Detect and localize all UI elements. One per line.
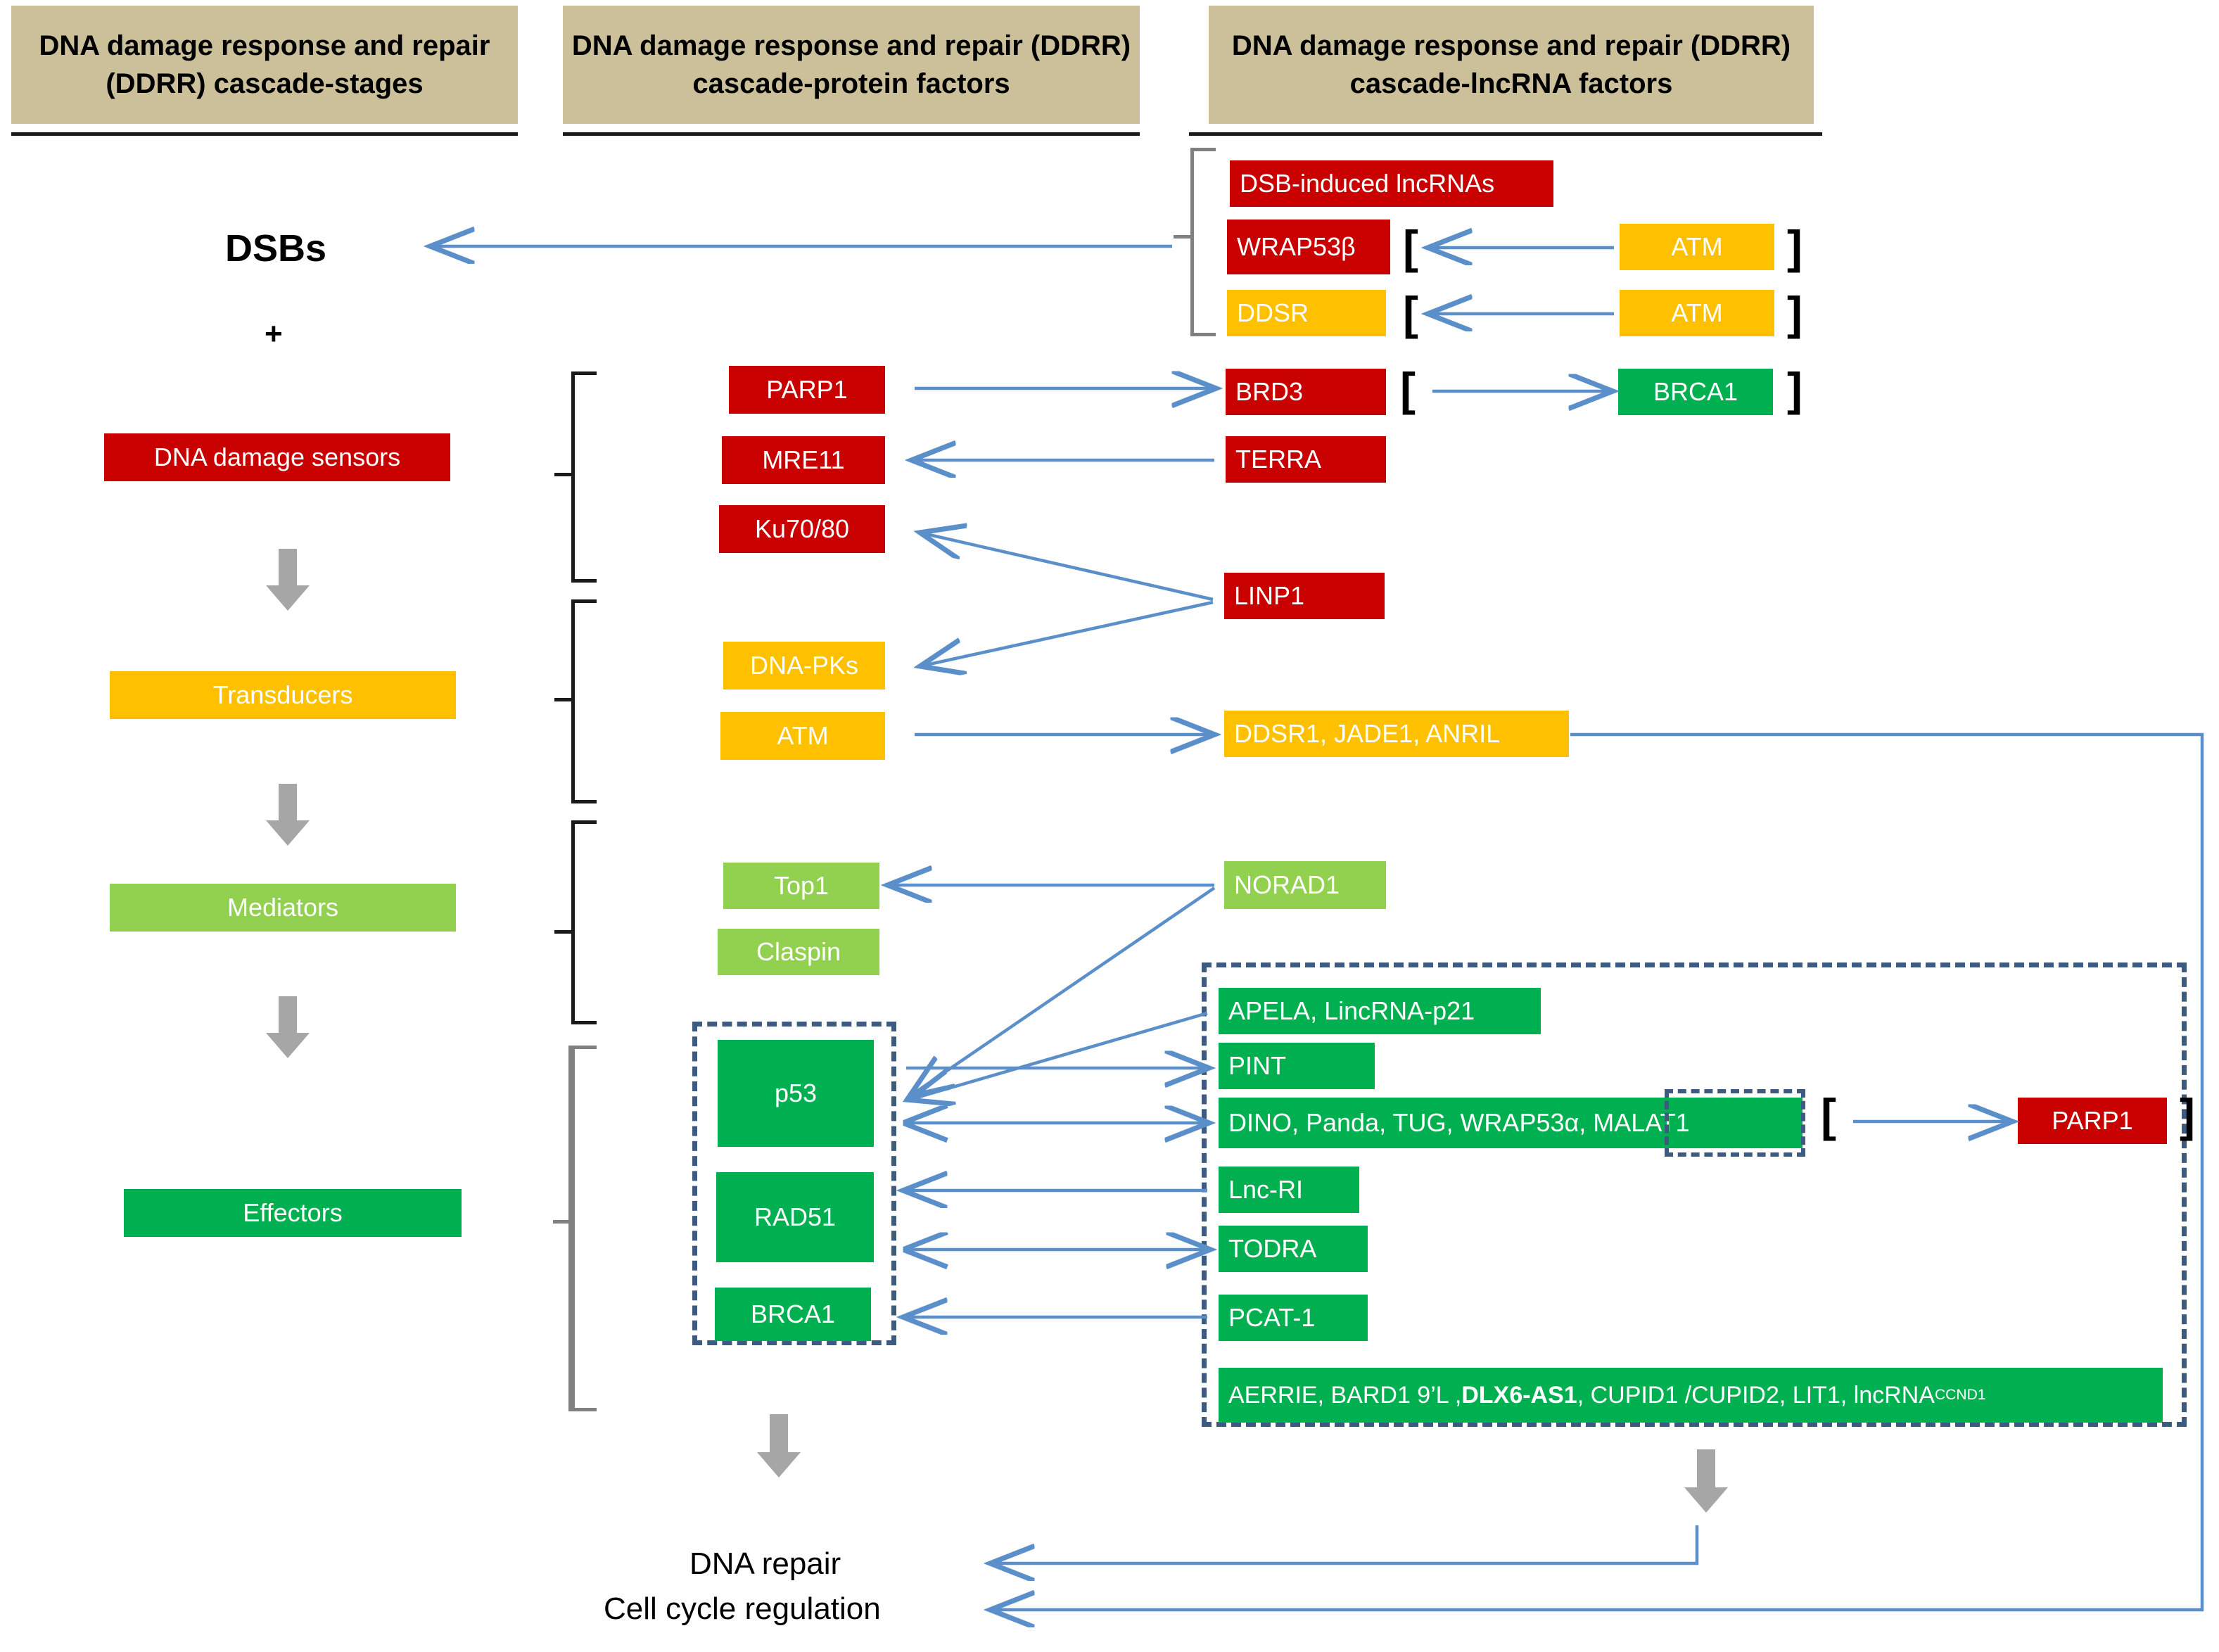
lncrna-box-brd3: BRD3 (1226, 369, 1386, 415)
header-proteins: DNA damage response and repair (DDRR) ca… (563, 6, 1140, 124)
header-proteins-rule (563, 132, 1140, 136)
side-box-parp1: PARP1 (2018, 1098, 2167, 1144)
stage-box-dna-damage-sensors: DNA damage sensors (104, 433, 450, 481)
protein-group-tick-mediators (554, 930, 573, 934)
protein-box-claspin: Claspin (718, 929, 879, 975)
arrow-apela-to-p53 (912, 1011, 1208, 1099)
protein-group-bracket-mediators (571, 820, 597, 1024)
plus-label: + (265, 317, 283, 351)
bottom-list-part1: AERRIE, BARD1 9’L , (1228, 1381, 1462, 1409)
protein-box-top1: Top1 (723, 863, 879, 909)
bracket-open-brd3: [ (1400, 363, 1416, 415)
arrow-linp1-to-ku70-80 (923, 533, 1214, 602)
stage-arrow-1 (263, 549, 312, 616)
lncrna-box-dsb-induced: DSB-induced lncRNAs (1230, 160, 1553, 207)
protein-box-rad51: RAD51 (716, 1172, 874, 1262)
header-lncrnas: DNA damage response and repair (DDRR) ca… (1209, 6, 1814, 124)
protein-to-output-arrow (754, 1414, 803, 1482)
bracket-close-wrap53b: ] (1787, 221, 1802, 273)
lncrna-box-wrap53b: WRAP53β (1227, 220, 1390, 274)
lncrna-box-ddsr: DDSR (1227, 290, 1386, 336)
protein-group-tick-transducers (554, 698, 573, 701)
output-dna-repair: DNA repair (689, 1546, 841, 1581)
protein-box-mre11: MRE11 (722, 436, 885, 484)
stage-box-transducers: Transducers (110, 671, 456, 719)
lncrna-box-ddsr1-jade1-anril: DDSR1, JADE1, ANRIL (1224, 711, 1569, 757)
lncrna-box-terra: TERRA (1226, 436, 1386, 483)
protein-group-bracket-sensors (571, 371, 597, 583)
lncrna-box-pint: PINT (1219, 1043, 1375, 1089)
bottom-list-part2: , CUPID1 /CUPID2, LIT1, lncRNA (1577, 1381, 1935, 1409)
lncrna-box-lnc-ri: Lnc-RI (1219, 1167, 1359, 1213)
stage-box-effectors: Effectors (124, 1189, 462, 1237)
protein-group-tick-sensors (554, 473, 573, 476)
lncrna-box-pcat-1: PCAT-1 (1219, 1295, 1368, 1341)
side-box-atm-top: ATM (1620, 224, 1774, 270)
lncrna-top-group-bracket (1190, 148, 1216, 336)
protein-group-bracket-transducers (571, 599, 597, 803)
header-stages: DNA damage response and repair (DDRR) ca… (11, 6, 518, 124)
effector-protein-dashed-region (692, 1022, 896, 1345)
protein-box-dna-pks: DNA-PKs (723, 642, 885, 690)
protein-box-ku70-80: Ku70/80 (719, 505, 885, 553)
protein-box-p53: p53 (718, 1040, 874, 1147)
bracket-open-wrap53b: [ (1403, 221, 1418, 273)
lncrna-box-norad1: NORAD1 (1224, 861, 1386, 909)
protein-box-parp1: PARP1 (729, 366, 885, 414)
lncrna-to-output-arrow (1681, 1449, 1731, 1518)
malat1-highlight-region (1665, 1089, 1805, 1157)
side-box-brca1: BRCA1 (1618, 369, 1773, 415)
protein-group-tick-effectors (553, 1220, 571, 1224)
stage-arrow-2 (263, 784, 312, 851)
bracket-close-malat1: ] (2180, 1089, 2195, 1141)
lncrna-box-apela-lincrna-p21: APELA, LincRNA-p21 (1219, 988, 1541, 1034)
output-cell-cycle-regulation: Cell cycle regulation (604, 1591, 881, 1626)
protein-group-bracket-effectors (568, 1046, 597, 1411)
header-lncrnas-rule (1189, 132, 1822, 136)
stage-arrow-3 (263, 996, 312, 1063)
arrow-norad1-to-p53 (912, 887, 1216, 1095)
bracket-close-brd3: ] (1787, 363, 1802, 415)
header-stages-rule (11, 132, 518, 136)
bracket-open-malat1: [ (1821, 1089, 1836, 1141)
side-box-atm-second: ATM (1620, 290, 1774, 336)
arrow-linp1-to-dna-pks (923, 600, 1214, 666)
lncrna-box-todra: TODRA (1219, 1226, 1368, 1272)
protein-box-atm: ATM (720, 712, 885, 760)
lncrna-box-bottom-list: AERRIE, BARD1 9’L , DLX6-AS1, CUPID1 /CU… (1219, 1368, 2163, 1423)
bracket-close-ddsr: ] (1787, 287, 1802, 339)
lncrna-top-group-tick (1174, 235, 1192, 239)
dsbs-label: DSBs (225, 227, 327, 269)
lncrna-box-linp1: LINP1 (1224, 573, 1385, 619)
bottom-list-subscript: CCND1 (1934, 1387, 1986, 1403)
bracket-open-ddsr: [ (1403, 287, 1418, 339)
protein-box-brca1: BRCA1 (715, 1288, 871, 1341)
bottom-list-dlx6-as1: DLX6-AS1 (1461, 1381, 1577, 1409)
stage-box-mediators: Mediators (110, 884, 456, 932)
line-effectors-to-dna-repair (993, 1525, 1699, 1563)
